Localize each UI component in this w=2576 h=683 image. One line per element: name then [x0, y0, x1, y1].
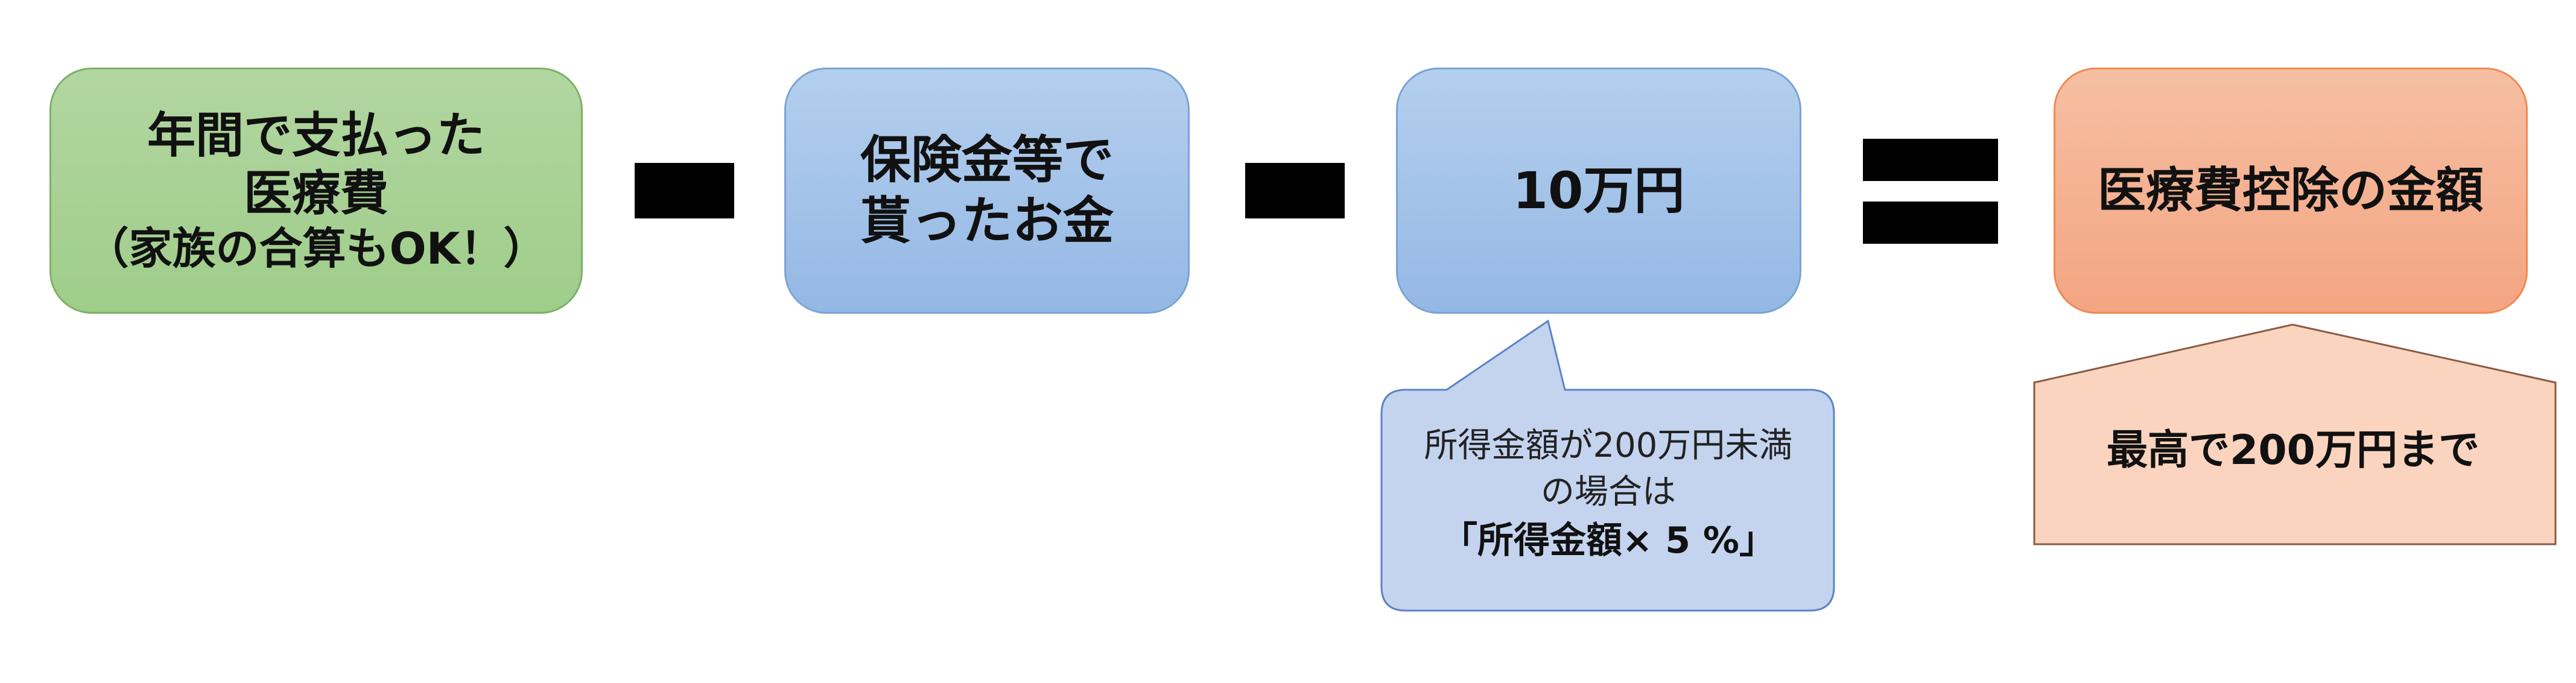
insurance-line2: 貰ったお金 — [860, 191, 1114, 250]
max-amount-pentagon — [2033, 323, 2557, 545]
equals-operator-top-bar — [1863, 139, 1998, 181]
threshold-note-bubble — [1380, 319, 1835, 612]
equals-operator-bottom-bar — [1863, 202, 1998, 244]
medical-expenses-line3: （家族の合算もOK！） — [85, 223, 547, 274]
threshold-label: 10万円 — [1512, 160, 1685, 220]
threshold-note-line1: 所得金額が200万円未満 — [1424, 426, 1793, 465]
threshold-note: 所得金額が200万円未満 の場合は 「所得金額× 5 %」 — [1375, 422, 1841, 565]
max-amount-note: 最高で200万円まで — [2025, 416, 2562, 476]
max-amount-label: 最高で200万円まで — [2107, 427, 2479, 474]
insurance-line1: 保険金等で — [860, 130, 1114, 190]
threshold-box: 10万円 — [1396, 68, 1801, 314]
threshold-note-line3: 「所得金額× 5 %」 — [1441, 519, 1775, 562]
minus-operator-2 — [1245, 163, 1345, 218]
minus-operator-1 — [635, 163, 734, 218]
deduction-amount-box: 医療費控除の金額 — [2054, 68, 2528, 314]
medical-expenses-line2: 医療費 — [244, 165, 389, 221]
threshold-note-line2: の場合は — [1541, 472, 1676, 512]
medical-expenses-box: 年間で支払った 医療費 （家族の合算もOK！） — [49, 68, 583, 314]
insurance-money-box: 保険金等で 貰ったお金 — [784, 68, 1190, 314]
medical-expenses-line1: 年間で支払った — [147, 107, 485, 164]
deduction-amount-label: 医療費控除の金額 — [2098, 162, 2484, 218]
